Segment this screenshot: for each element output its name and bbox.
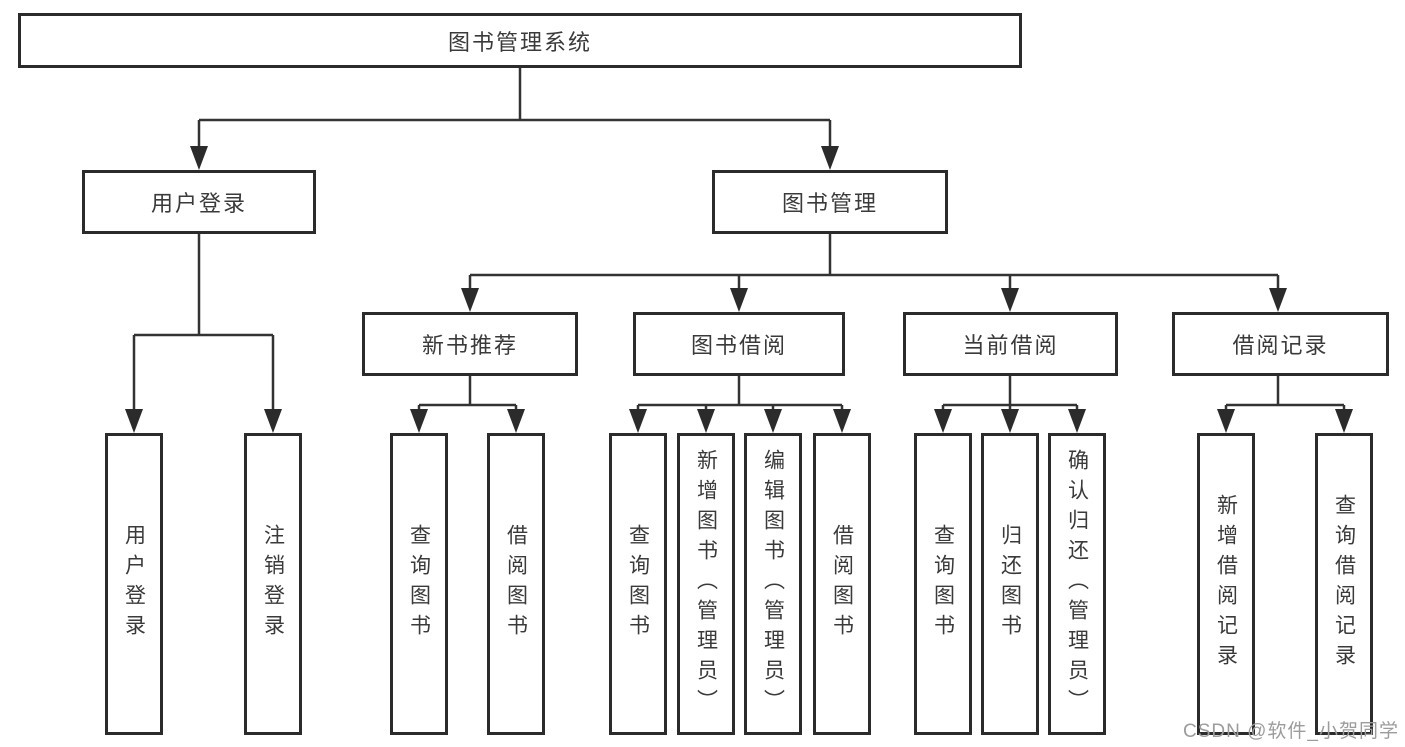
leaf-borrow-books-borrowing: 借阅图书	[813, 433, 871, 735]
leaf-label: 注销登录	[261, 524, 285, 644]
leaf-label: 确认归还（管理员）	[1065, 449, 1089, 719]
leaf-query-books-current: 查询图书	[914, 433, 972, 735]
watermark: CSDN @软件_小贺同学	[1183, 721, 1399, 742]
leaf-add-books-admin: 新增图书（管理员）	[677, 433, 735, 735]
node-book-management: 图书管理	[712, 170, 948, 234]
leaf-label: 借阅图书	[830, 524, 854, 644]
leaf-label: 查询图书	[407, 524, 431, 644]
node-library-system: 图书管理系统	[18, 13, 1022, 68]
leaf-query-borrow-record: 查询借阅记录	[1315, 433, 1373, 735]
leaf-return-books: 归还图书	[981, 433, 1039, 735]
leaf-confirm-return-admin: 确认归还（管理员）	[1048, 433, 1106, 735]
leaf-borrow-books-recommend: 借阅图书	[487, 433, 545, 735]
leaf-label: 新增借阅记录	[1214, 494, 1238, 674]
leaf-user-login: 用户登录	[105, 433, 163, 735]
leaf-logout: 注销登录	[244, 433, 302, 735]
leaf-label: 归还图书	[998, 524, 1022, 644]
node-user-login: 用户登录	[82, 170, 316, 234]
leaf-edit-books-admin: 编辑图书（管理员）	[744, 433, 802, 735]
leaf-label: 查询借阅记录	[1332, 494, 1356, 674]
leaf-label: 查询图书	[626, 524, 650, 644]
node-borrowing-records: 借阅记录	[1172, 312, 1389, 376]
node-new-book-recommend: 新书推荐	[362, 312, 578, 376]
leaf-label: 借阅图书	[504, 524, 528, 644]
node-current-borrowing: 当前借阅	[903, 312, 1118, 376]
leaf-query-books-borrowing: 查询图书	[609, 433, 667, 735]
leaf-label: 编辑图书（管理员）	[761, 449, 785, 719]
leaf-label: 新增图书（管理员）	[694, 449, 718, 719]
node-book-borrowing: 图书借阅	[633, 312, 845, 376]
leaf-query-books-recommend: 查询图书	[390, 433, 448, 735]
leaf-label: 查询图书	[931, 524, 955, 644]
leaf-add-borrow-record: 新增借阅记录	[1197, 433, 1255, 735]
leaf-label: 用户登录	[122, 524, 146, 644]
